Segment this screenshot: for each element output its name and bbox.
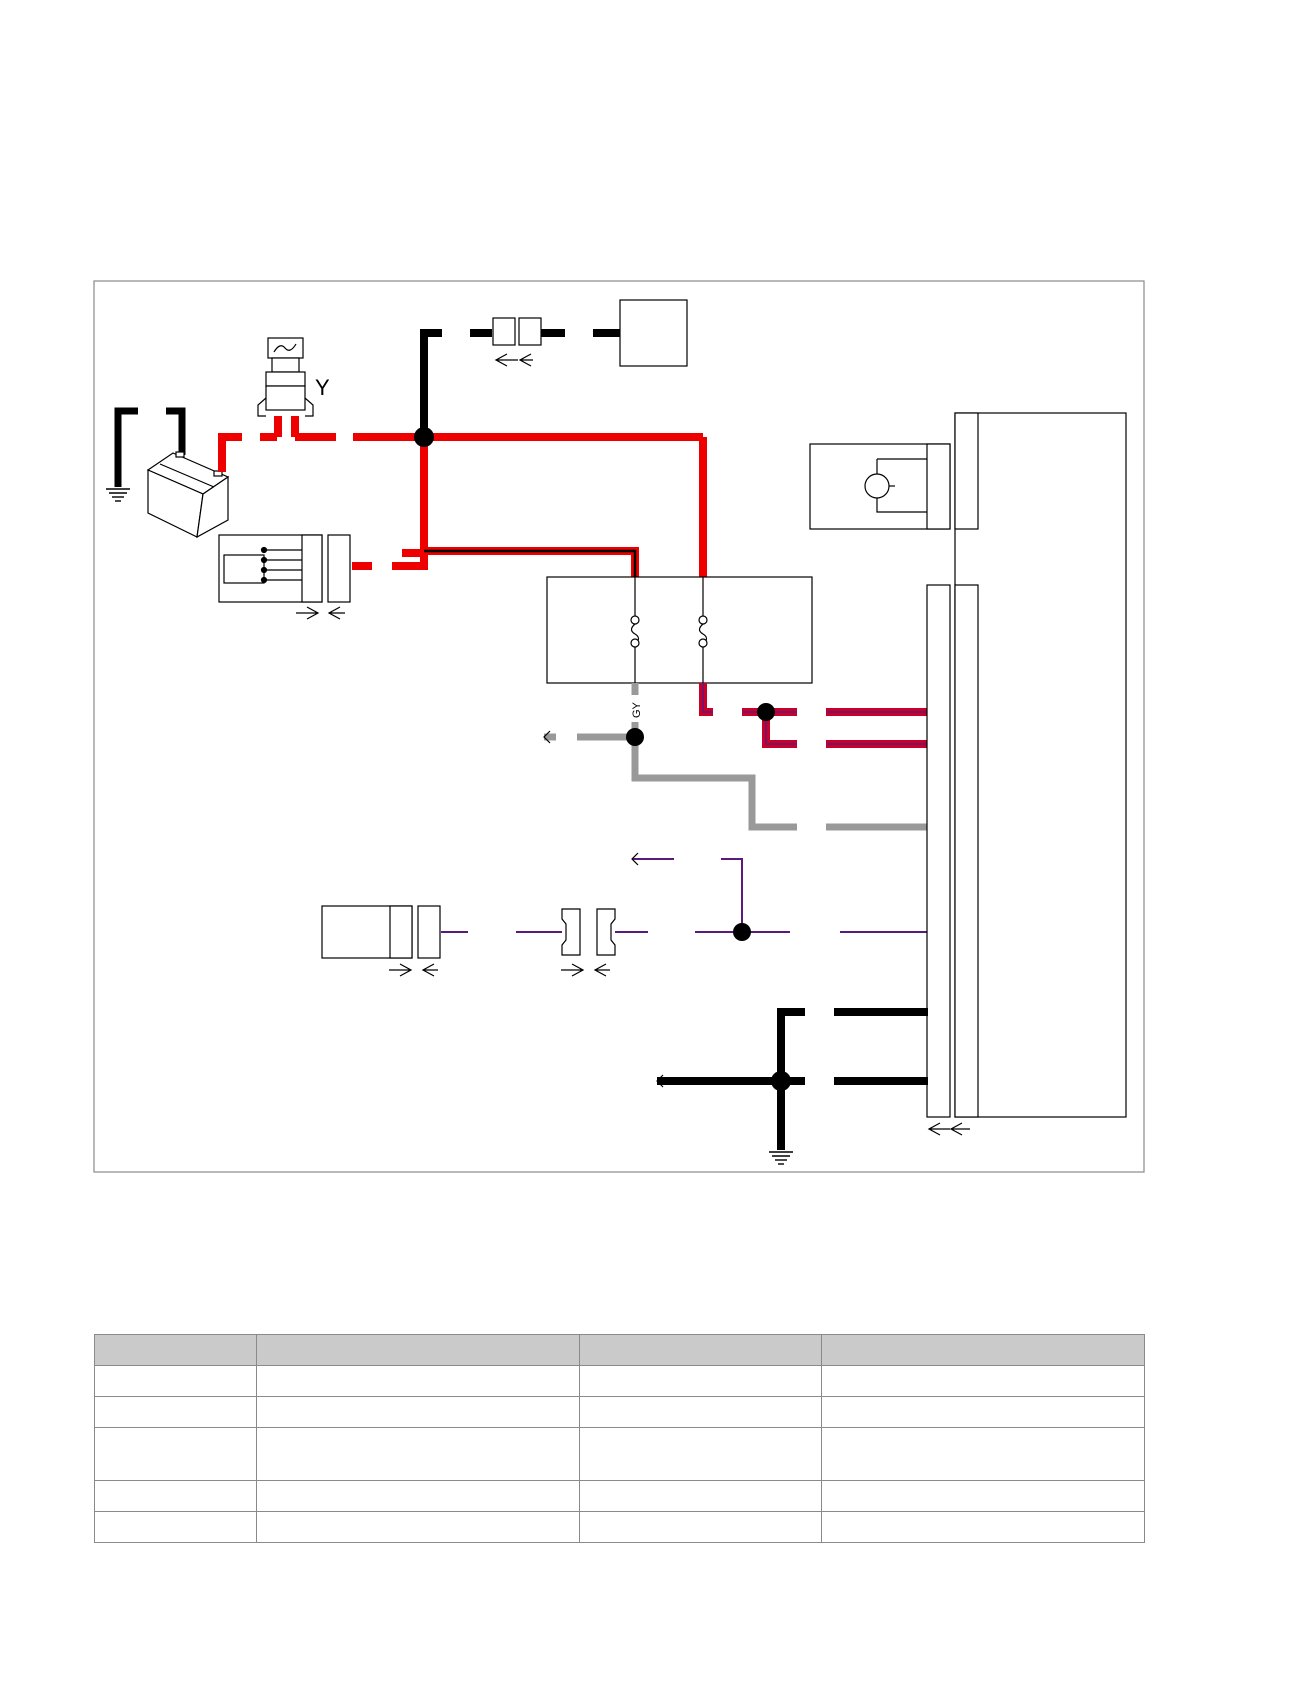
table-cell <box>256 1365 580 1397</box>
connector-arrows-icon <box>389 963 438 977</box>
gray-wire <box>544 683 928 831</box>
splice-icon <box>733 923 751 941</box>
switch-icon <box>218 534 351 603</box>
wiring-diagram: Y <box>93 280 1145 1173</box>
signal-wire <box>441 858 928 933</box>
diagram-frame <box>93 280 1145 1173</box>
wire-arrow-icon <box>656 1074 664 1088</box>
wire-arrow-icon <box>543 730 551 744</box>
table-cell <box>579 1427 822 1481</box>
ground-icon <box>769 1151 793 1165</box>
fuse-icon <box>630 577 708 683</box>
battery-positive-wire <box>218 416 707 577</box>
table-row <box>94 1480 1145 1512</box>
table-cell <box>94 1511 257 1543</box>
table-cell <box>821 1365 1145 1397</box>
table-cell <box>94 1480 257 1512</box>
table-row <box>94 1427 1145 1481</box>
battery-ground-wire <box>114 407 186 487</box>
table-row <box>94 1511 1145 1543</box>
top-component-box <box>619 299 688 367</box>
table-row <box>94 1365 1145 1397</box>
motor-icon <box>809 443 951 530</box>
table-cell <box>256 1396 580 1428</box>
splice-icon <box>626 728 644 746</box>
fuse-box <box>546 576 813 684</box>
connector-arrows-icon <box>296 606 345 620</box>
table-cell <box>256 1511 580 1543</box>
table-header-cell <box>94 1334 257 1366</box>
fuse-holder-label: Y <box>315 375 330 400</box>
table-cell <box>256 1427 580 1481</box>
table-cell <box>579 1480 822 1512</box>
table-cell <box>579 1365 822 1397</box>
table-cell <box>821 1396 1145 1428</box>
table-cell <box>94 1396 257 1428</box>
control-module <box>926 412 1127 1118</box>
table-cell <box>579 1396 822 1428</box>
table-cell <box>256 1480 580 1512</box>
wire-arrow-icon <box>631 852 639 866</box>
connector-arrows-icon <box>927 1122 970 1136</box>
table-cell <box>821 1480 1145 1512</box>
ground-wire-bottom <box>657 1008 928 1150</box>
table-header-cell <box>256 1334 580 1366</box>
table-cell <box>94 1427 257 1481</box>
battery-icon <box>146 451 230 539</box>
ground-icon <box>106 488 130 502</box>
gray-wire-label: GY <box>631 701 643 718</box>
table-cell <box>94 1365 257 1397</box>
ground-wire-top <box>420 329 620 436</box>
connector-icon <box>492 317 542 367</box>
table-header-cell <box>579 1334 822 1366</box>
sensor-component <box>321 905 441 959</box>
legend-table <box>94 1334 1145 1543</box>
splice-icon <box>757 703 775 721</box>
table-cell <box>821 1511 1145 1543</box>
table-header-cell <box>821 1334 1145 1366</box>
table-cell <box>821 1427 1145 1481</box>
red-black-wire <box>424 547 639 577</box>
fuse-holder-icon <box>257 337 314 417</box>
accessory-wire <box>699 683 928 748</box>
table-cell <box>579 1511 822 1543</box>
splice-icon <box>771 1071 791 1091</box>
splice-icon <box>414 427 434 447</box>
table-row <box>94 1396 1145 1428</box>
connector-icon <box>561 908 616 977</box>
table-header-row <box>94 1334 1145 1366</box>
